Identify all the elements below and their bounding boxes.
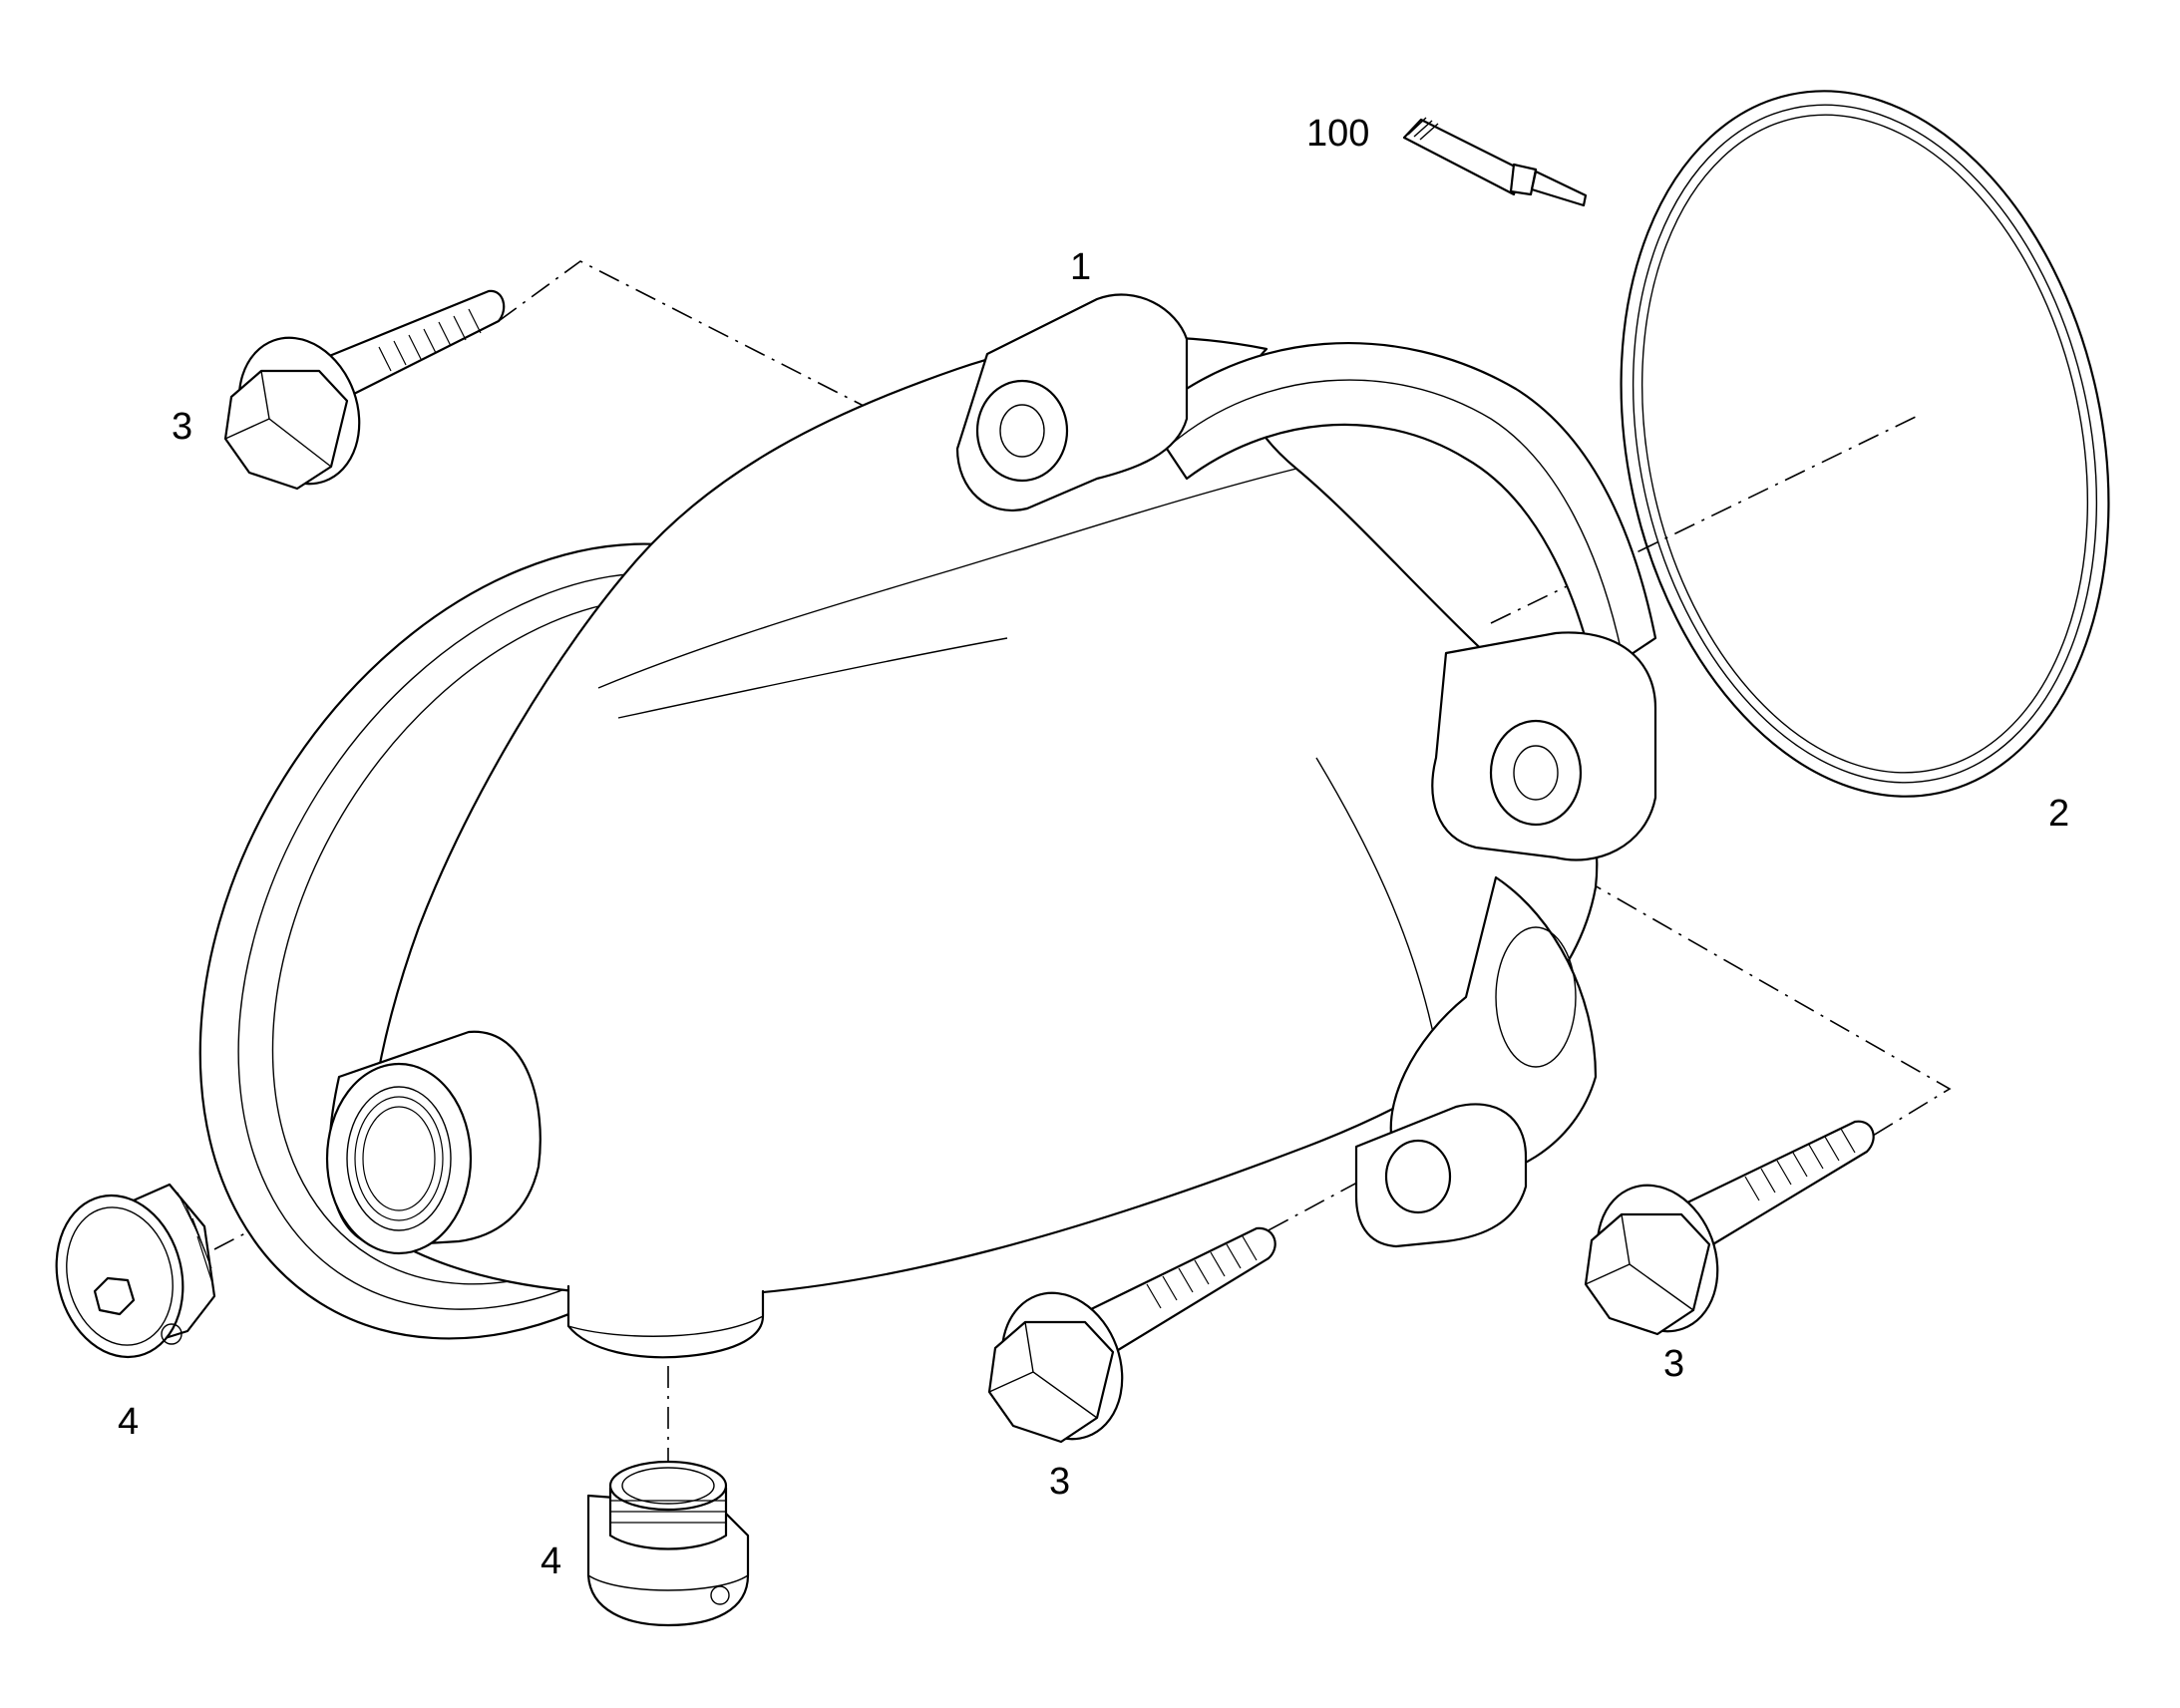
housing-part [198,293,1657,1359]
bolt-top-left [223,289,506,491]
plug-left [55,1183,216,1359]
callout-3-top-left: 3 [172,406,192,448]
callout-2: 2 [2048,793,2069,835]
callout-4-bottom: 4 [541,1540,561,1582]
callout-4-left: 4 [118,1401,139,1443]
o-ring-part [1620,90,2110,798]
callout-100: 100 [1306,113,1369,155]
bolt-bottom-center [987,1226,1276,1444]
callout-3-bottom-right: 3 [1663,1343,1684,1385]
callout-1: 1 [1070,246,1091,288]
plug-bottom [586,1460,750,1627]
bolt-bottom-right [1584,1120,1875,1336]
callout-3-bottom-center: 3 [1049,1461,1070,1503]
callout-labels: 1 2 3 3 3 4 4 100 [118,113,2069,1582]
sealant-tube-icon [1402,117,1588,207]
